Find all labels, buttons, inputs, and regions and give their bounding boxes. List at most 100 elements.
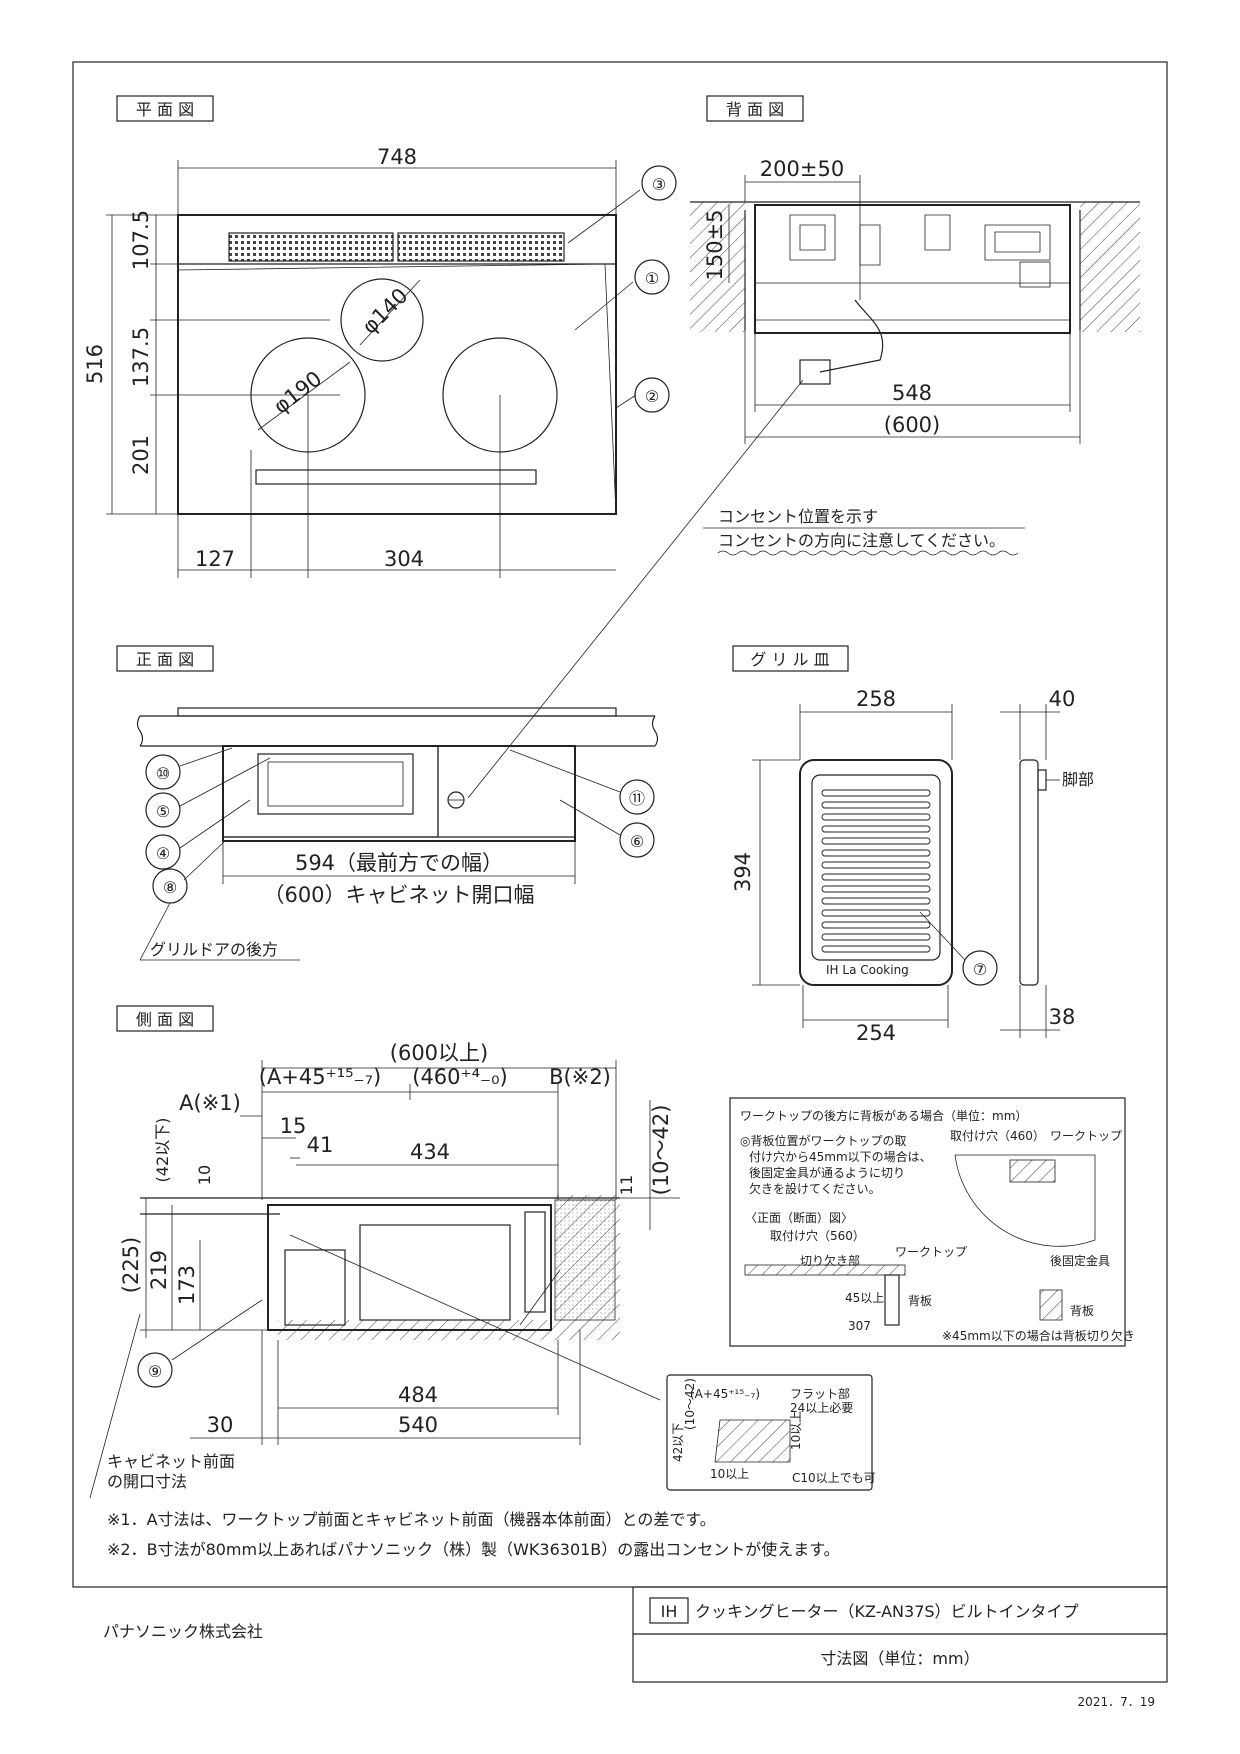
callout-5: ⑤	[156, 802, 170, 821]
side-dim-600: (600以上)	[390, 1041, 488, 1065]
plan-burner-rear	[340, 278, 424, 362]
grill-rib	[821, 849, 931, 857]
side-dim-15: 15	[280, 1114, 307, 1138]
front-dim-600: （600）キャビネット開口幅	[263, 883, 534, 907]
side-dim-41: 41	[307, 1133, 334, 1157]
side-view: 側 面 図 (600以上) (A+45⁺¹⁵₋₇) (460⁺⁴₋₀) B(※2…	[89, 1005, 680, 1499]
grill-rib	[821, 837, 931, 845]
footnote-2: ※2．B寸法が80mm以上あればパナソニック（株）製（WK36301B）の露出コ…	[107, 1540, 840, 1559]
callout-6: ⑥	[630, 832, 644, 851]
side-dim-a: A(※1)	[179, 1091, 241, 1115]
backboard-d45: 45以上	[845, 1291, 884, 1305]
plan-dim-201: 201	[129, 435, 153, 475]
side-dim-a45: (A+45⁺¹⁵₋₇)	[259, 1065, 382, 1089]
grill-feet: 脚部	[1062, 770, 1094, 789]
grill-rib	[821, 933, 931, 941]
flat-flat-1: フラット部	[790, 1386, 850, 1401]
plan-dim-137: 137.5	[129, 327, 153, 387]
front-view: 正 面 図 594（最前方での幅） （600）キャビネット開口幅 ⑩ ⑤ ④	[116, 645, 659, 961]
grill-dim-38: 38	[1049, 1005, 1076, 1029]
flat-d10-42: (10〜42)	[683, 1378, 697, 1430]
plan-dim-depth: 516	[83, 344, 107, 384]
flat-a45: (A+45⁺¹⁵₋₇)	[690, 1387, 760, 1401]
side-dim-42: (42以下)	[153, 1118, 172, 1183]
plan-dim-107: 107.5	[129, 210, 153, 270]
side-dim-484: 484	[398, 1383, 438, 1407]
plan-dim-127: 127	[195, 547, 235, 571]
callout-3: ③	[652, 175, 666, 194]
flat-c10: C10以上でも可	[792, 1471, 876, 1485]
backboard-notch: 切り欠き部	[800, 1253, 860, 1268]
front-grill-door	[257, 753, 414, 815]
side-dim-460: (460⁺⁴₋₀)	[412, 1065, 507, 1089]
callout-10: ⑩	[156, 764, 170, 783]
cabinet-note-2: の開口寸法	[107, 1472, 187, 1491]
side-dim-10-42: (10〜42)	[649, 1105, 673, 1196]
grill-rib	[821, 813, 931, 821]
flat-detail: (A+45⁺¹⁵₋₇) フラット部 24以上必要 (10〜42) 42以下 10…	[666, 1374, 876, 1491]
side-dim-b: B(※2)	[549, 1065, 611, 1089]
title-product: クッキングヒーター（KZ-AN37S）ビルトインタイプ	[695, 1602, 1079, 1621]
plan-dim-width: 748	[377, 145, 417, 169]
side-dim-30: 30	[207, 1413, 234, 1437]
outlet-note-1: コンセント位置を示す	[718, 507, 878, 526]
grill-door-note: グリルドアの後方	[150, 940, 278, 959]
grill-dim-40: 40	[1049, 687, 1076, 711]
callout-11: ⑪	[629, 789, 645, 808]
flat-d42: 42以下	[671, 1423, 685, 1462]
plan-view-label-box	[116, 95, 214, 122]
side-unit-body	[267, 1204, 552, 1331]
side-view-label: 側 面 図	[136, 1010, 194, 1029]
drawing-date: 2021．7．19	[1078, 1695, 1155, 1709]
grill-pan-outline	[799, 759, 953, 986]
cabinet-note-1: キャビネット前面	[107, 1452, 235, 1471]
plan-cooktop-body	[177, 214, 617, 515]
back-plug	[799, 359, 831, 385]
backboard-section: 〈正面（断面）図〉	[745, 1210, 853, 1225]
callout-7: ⑦	[973, 960, 987, 979]
title-block: IH クッキングヒーター（KZ-AN37S）ビルトインタイプ 寸法図（単位：mm…	[632, 1586, 1168, 1683]
side-dim-11: 11	[617, 1175, 636, 1195]
backboard-note-1: ◎背板位置がワークトップの取	[740, 1133, 906, 1148]
plan-view-label: 平 面 図	[136, 100, 194, 119]
back-dim-150: 150±5	[703, 209, 727, 280]
back-dim-548: 548	[892, 381, 932, 405]
plan-dim-304: 304	[384, 547, 424, 571]
plan-phi140: φ140	[357, 283, 412, 338]
side-dim-10: 10	[195, 1165, 214, 1185]
grill-brand: IH La Cooking	[826, 963, 909, 977]
backboard-d307: 307	[848, 1319, 871, 1333]
backboard-backplate: 背板	[908, 1294, 932, 1308]
backboard-worktop: ワークトップ	[895, 1245, 967, 1259]
backboard-note-2: 付け穴から45mm以下の場合は、	[749, 1149, 932, 1164]
callout-4: ④	[156, 844, 170, 863]
side-dim-173: 173	[175, 1265, 199, 1305]
grill-rib	[821, 825, 931, 833]
title-ih: IH	[661, 1602, 678, 1621]
grill-rib	[821, 789, 931, 797]
grill-rib	[821, 945, 931, 953]
drawing-frame	[72, 61, 1168, 1588]
backboard-note-3: 後固定金具が通るように切り	[749, 1165, 905, 1180]
plan-vent-left	[228, 232, 394, 262]
backboard-fixer: 後固定金具	[1050, 1253, 1110, 1268]
plan-phi190: φ190	[269, 366, 326, 418]
backboard-detail: ワークトップの後方に背板がある場合（単位：mm） ◎背板位置がワークトップの取 …	[729, 1097, 1135, 1347]
back-view: 背 面 図 200±50 150±5 548 (600	[467, 95, 1140, 799]
outlet-note-2: コンセントの方向に注意してください。	[718, 531, 1005, 550]
footnote-1: ※1．A寸法は、ワークトップ前面とキャビネット前面（機器本体前面）との差です。	[107, 1510, 716, 1529]
grill-rib	[821, 921, 931, 929]
grill-rib	[821, 801, 931, 809]
back-unit-body	[754, 204, 1071, 334]
backboard-hole460: 取付け穴（460）	[950, 1128, 1045, 1143]
backboard-worktop-2: ワークトップ	[1050, 1129, 1122, 1143]
backboard-cut-note: ※45mm以下の場合は背板切り欠き	[942, 1328, 1135, 1343]
grill-rib	[821, 885, 931, 893]
backboard-title: ワークトップの後方に背板がある場合（単位：mm）	[740, 1108, 1027, 1123]
callout-2: ②	[645, 387, 659, 406]
side-dim-219: 219	[147, 1250, 171, 1290]
backboard-note-4: 欠きを設けてください。	[749, 1181, 881, 1196]
back-view-label: 背 面 図	[726, 100, 784, 119]
company-name: パナソニック株式会社	[103, 1622, 263, 1641]
